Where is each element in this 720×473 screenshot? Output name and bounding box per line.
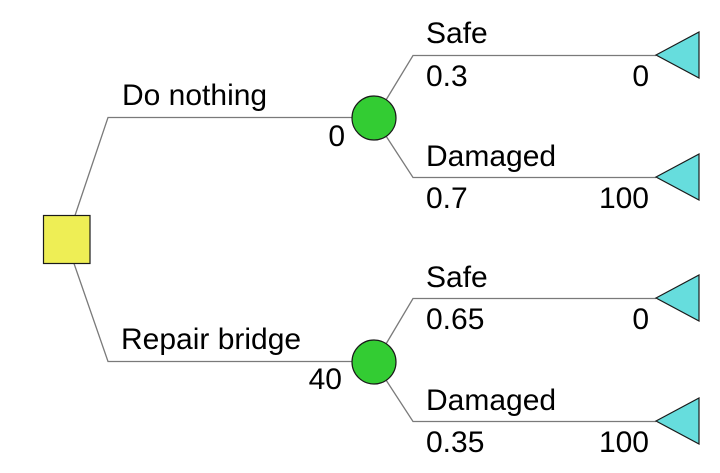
branch-label-repair-bridge: Repair bridge: [121, 323, 302, 356]
chance-node-repair-bridge: [351, 339, 397, 385]
outcome-probability-safe-2: 0.65: [426, 303, 485, 336]
outcome-line-damaged-2: [385, 379, 656, 423]
chance-node-do-nothing: [351, 95, 397, 141]
outcome-probability-damaged-1: 0.7: [426, 182, 468, 215]
outcome-payoff-safe-1: 0: [632, 60, 649, 93]
branch-label-do-nothing: Do nothing: [122, 79, 268, 112]
outcome-probability-safe-1: 0.3: [426, 60, 468, 93]
branch-line-repair-bridge: [73, 263, 352, 363]
branch-cost-repair-bridge: 40: [308, 363, 342, 396]
terminal-node-damaged-1: [654, 152, 700, 202]
branch-line-do-nothing: [74, 116, 352, 216]
outcome-probability-damaged-2: 0.35: [426, 426, 485, 459]
outcome-label-damaged-1: Damaged: [426, 140, 557, 173]
terminal-node-safe-2: [654, 273, 700, 323]
outcome-line-safe-2: [385, 297, 656, 345]
terminal-node-safe-1: [654, 30, 700, 80]
outcome-payoff-damaged-2: 100: [598, 426, 649, 459]
decision-node: [42, 214, 91, 265]
terminal-node-damaged-2: [654, 396, 700, 446]
outcome-line-safe-1: [385, 54, 656, 101]
outcome-payoff-damaged-1: 100: [598, 182, 649, 215]
outcome-label-safe-2: Safe: [426, 261, 488, 294]
outcome-label-safe-1: Safe: [426, 17, 488, 50]
outcome-payoff-safe-2: 0: [632, 303, 649, 336]
outcome-label-damaged-2: Damaged: [426, 384, 557, 417]
branch-cost-do-nothing: 0: [328, 120, 345, 153]
outcome-line-damaged-1: [385, 135, 656, 179]
